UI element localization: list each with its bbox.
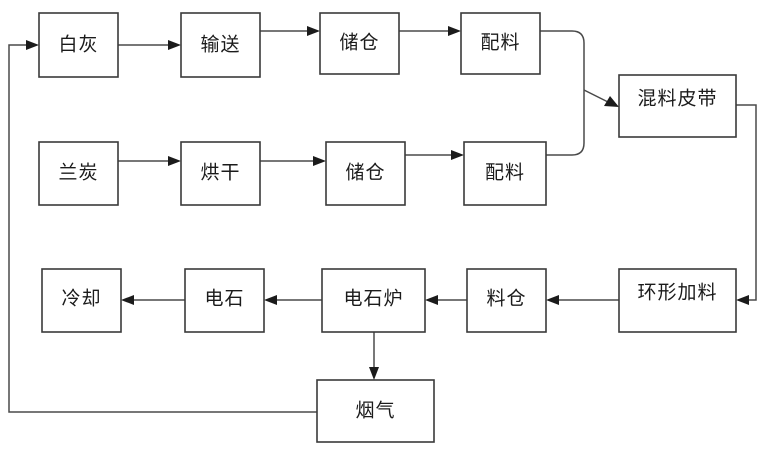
edge-honggan-to-chucang2 [260,156,326,166]
node-label: 料仓 [486,287,526,309]
connector-layer [8,26,757,413]
node-label: 储仓 [345,161,385,183]
node-dianshi[interactable]: 电石 [184,268,265,333]
node-label: 烘干 [200,161,240,183]
edge-liaocang-to-dianshilu [425,295,467,305]
arrow-head-icon [546,295,559,305]
node-honggan[interactable]: 烘干 [180,141,261,206]
node-label: 输送 [200,33,240,55]
edge-dianshilu-to-dianshi [264,295,322,305]
arrow-head-icon [313,156,326,166]
node-box[interactable] [180,141,261,206]
edge-huanxingjialiao-to-liaocang [546,295,619,305]
node-label: 混料皮带 [637,87,717,109]
node-lengque[interactable]: 冷却 [41,268,122,333]
arrow-head-icon [121,295,134,305]
edge-chucang2-to-peiliao2 [405,150,464,160]
edge-dianshi-to-lengque [121,295,185,305]
edge-baihui-to-shusong [118,40,181,50]
arrow-head-icon [448,26,461,36]
edge-lantan-to-honggan [118,156,181,166]
node-box[interactable] [38,141,119,206]
node-chucang-bottom[interactable]: 储仓 [325,141,406,206]
node-label: 环形加料 [637,281,717,303]
node-box[interactable] [325,141,406,206]
node-huanxingjialiao[interactable]: 环形加料 [618,268,737,333]
arrow-head-icon [168,156,181,166]
arrow-head-icon [26,40,39,50]
node-label: 配料 [480,31,520,53]
node-box[interactable] [38,12,119,78]
edge-shusong-to-chucang1 [260,26,320,36]
node-yanqi[interactable]: 烟气 [316,379,435,443]
arrow-head-icon [369,367,379,380]
node-box[interactable] [316,379,435,443]
node-label: 白灰 [58,33,98,55]
node-baihui[interactable]: 白灰 [38,12,119,78]
arrow-head-icon [425,295,438,305]
arrow-head-icon [736,295,749,305]
node-label: 烟气 [355,399,395,421]
edge-hunliaopidai-to-huanxingjialiao [736,104,757,305]
node-box[interactable] [41,268,122,333]
node-label: 电石 [204,287,244,309]
node-label: 配料 [485,161,525,183]
node-label: 冷却 [61,287,101,309]
node-dianshilu[interactable]: 电石炉 [321,268,426,333]
edge-chucang1-to-peiliao1 [399,26,461,36]
node-box[interactable] [618,268,737,333]
node-box[interactable] [321,268,426,333]
arrow-head-icon [264,295,277,305]
node-box[interactable] [463,141,547,206]
node-hunliaopidai[interactable]: 混料皮带 [618,74,737,138]
node-peiliao-bottom[interactable]: 配料 [463,141,547,206]
node-layer: 白灰 输送 储仓 配料 混料皮带 兰炭 [38,12,737,443]
edge-peiliao2-to-hunliaopidai [546,90,585,156]
edge-yanqi-to-baihui [8,40,317,413]
node-box[interactable] [319,12,400,75]
node-label: 兰炭 [58,161,98,183]
node-box[interactable] [180,12,261,78]
arrow-head-icon [307,26,320,36]
node-chucang-top[interactable]: 储仓 [319,12,400,75]
node-label: 储仓 [339,31,379,53]
node-liaocang[interactable]: 料仓 [466,268,547,333]
node-peiliao-top[interactable]: 配料 [460,12,541,75]
node-box[interactable] [466,268,547,333]
node-box[interactable] [184,268,265,333]
node-lantan[interactable]: 兰炭 [38,141,119,206]
edge-peiliao1-to-hunliaopidai [540,30,619,107]
node-box[interactable] [460,12,541,75]
edge-dianshilu-to-yanqi [369,332,379,380]
node-label: 电石炉 [343,287,403,309]
node-shusong[interactable]: 输送 [180,12,261,78]
arrow-head-icon [451,150,464,160]
node-box[interactable] [618,74,737,138]
arrow-head-icon [168,40,181,50]
arrow-head-icon [604,96,619,107]
